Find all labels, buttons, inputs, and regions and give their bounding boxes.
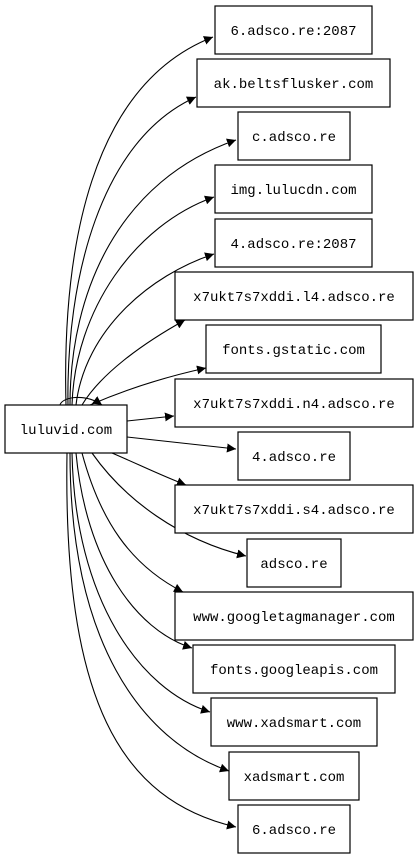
node-label: luluvid.com xyxy=(20,423,112,439)
node-box xyxy=(174,271,414,321)
node-label: xadsmart.com xyxy=(244,770,345,786)
node-label: c.adsco.re xyxy=(252,130,336,146)
node-box xyxy=(228,751,360,801)
domain-node: img.lulucdn.com xyxy=(214,164,373,214)
node-label: ak.beltsflusker.com xyxy=(214,77,374,93)
node-label: 6.adsco.re:2087 xyxy=(230,24,356,40)
domain-node: fonts.gstatic.com xyxy=(205,324,382,374)
edge-root-to-root xyxy=(59,396,103,406)
node-box xyxy=(174,378,414,428)
node-box xyxy=(214,164,373,214)
node-box xyxy=(210,697,378,747)
edge-layer xyxy=(59,36,247,830)
edge-root-to-n15 xyxy=(69,452,230,773)
node-label: fonts.gstatic.com xyxy=(222,343,365,359)
edge-root-to-n9 xyxy=(126,436,237,453)
node-box xyxy=(205,324,382,374)
edge-root-to-n11 xyxy=(91,452,247,559)
edge-root-to-n13 xyxy=(75,452,193,650)
node-label: 6.adsco.re xyxy=(252,823,336,839)
node-label: x7ukt7s7xddi.n4.adsco.re xyxy=(193,397,395,413)
edge-root-to-n4 xyxy=(71,195,215,406)
node-box xyxy=(237,431,351,481)
node-label: adsco.re xyxy=(260,557,327,573)
node-label: 4.adsco.re xyxy=(252,450,336,466)
domain-node: www.googletagmanager.com xyxy=(174,591,414,641)
node-box xyxy=(192,644,396,694)
node-label: img.lulucdn.com xyxy=(230,183,356,199)
node-box xyxy=(174,484,414,534)
node-box xyxy=(196,58,391,108)
node-label: x7ukt7s7xddi.s4.adsco.re xyxy=(193,503,395,519)
node-layer: luluvid.com 6.adsco.re:2087 ak.beltsfluske… xyxy=(4,5,414,854)
edge-root-to-n12 xyxy=(81,452,184,593)
domain-node: x7ukt7s7xddi.s4.adsco.re xyxy=(174,484,414,534)
node-label: www.googletagmanager.com xyxy=(193,610,395,626)
edge-root-to-n6 xyxy=(81,319,186,406)
domain-node: fonts.googleapis.com xyxy=(192,644,396,694)
node-label: x7ukt7s7xddi.l4.adsco.re xyxy=(193,290,395,306)
domain-node: xadsmart.com xyxy=(228,751,360,801)
node-label: 4.adsco.re:2087 xyxy=(230,237,356,253)
node-label: www.xadsmart.com xyxy=(227,716,361,732)
domain-node: ak.beltsflusker.com xyxy=(196,58,391,108)
domain-node: 4.adsco.re:2087 xyxy=(214,218,373,268)
edge-root-to-n5 xyxy=(75,252,215,406)
edge-root-to-n1 xyxy=(65,36,214,406)
domain-node: c.adsco.re xyxy=(237,111,351,161)
edge-root-to-n3 xyxy=(69,138,237,406)
edge-root-to-n2 xyxy=(67,96,197,406)
domain-node: adsco.re xyxy=(246,538,342,588)
node-label: fonts.googleapis.com xyxy=(210,663,378,679)
node-box xyxy=(246,538,342,588)
node-box xyxy=(237,804,351,854)
node-box xyxy=(214,5,373,55)
edge-root-to-n16 xyxy=(66,452,237,830)
node-box xyxy=(4,404,128,454)
domain-node: 6.adsco.re xyxy=(237,804,351,854)
domain-node: x7ukt7s7xddi.n4.adsco.re xyxy=(174,378,414,428)
domain-node: 6.adsco.re:2087 xyxy=(214,5,373,55)
node-box xyxy=(237,111,351,161)
edge-root-to-n8 xyxy=(126,412,175,422)
domain-node: 4.adsco.re xyxy=(237,431,351,481)
node-box xyxy=(214,218,373,268)
domain-node: x7ukt7s7xddi.l4.adsco.re xyxy=(174,271,414,321)
edge-root-to-n10 xyxy=(111,452,187,486)
node-box xyxy=(174,591,414,641)
root-node: luluvid.com xyxy=(4,404,128,454)
edge-root-to-n14 xyxy=(71,452,211,714)
domain-node: www.xadsmart.com xyxy=(210,697,378,747)
